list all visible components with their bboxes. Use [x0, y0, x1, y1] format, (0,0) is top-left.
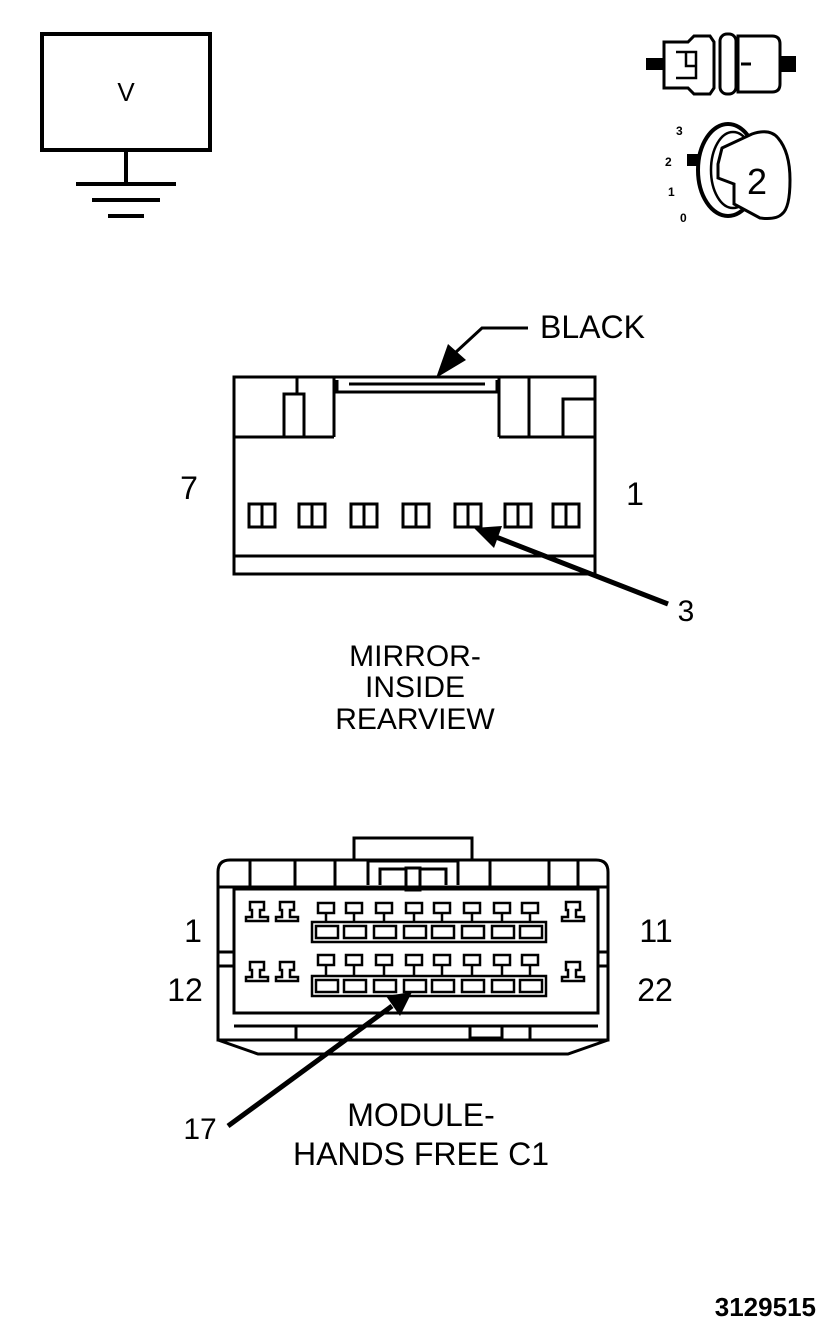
mirror-pin-label-1: 1	[626, 476, 644, 512]
color-leader-arrow	[436, 326, 528, 378]
voltmeter-ground-icon	[40, 32, 212, 218]
ignition-position-1: 1	[668, 185, 675, 199]
module-pin-label-11: 11	[639, 913, 672, 949]
mirror-pin-callout-arrow	[474, 526, 669, 607]
module-pin-label-1: 1	[184, 913, 202, 949]
ignition-position-2: 2	[665, 155, 672, 169]
connector-color-label: BLACK	[540, 309, 645, 345]
mirror-connector-terminals	[247, 502, 581, 529]
ignition-position-0: 0	[680, 211, 687, 225]
mirror-pin-label-3: 3	[678, 595, 695, 628]
ignition-switch-icon	[687, 122, 792, 220]
connector-plug-icon	[646, 32, 796, 96]
mirror-title-line-1: MIRROR-	[349, 640, 481, 673]
mirror-title-line-2: INSIDE	[365, 671, 465, 704]
ignition-key-number: 2	[747, 161, 767, 202]
module-pin-callout-arrow	[226, 992, 412, 1129]
module-pin-label-22: 22	[637, 972, 673, 1008]
mirror-title-line-3: REARVIEW	[335, 703, 495, 736]
mirror-pin-label-7: 7	[180, 470, 198, 506]
ignition-position-3: 3	[676, 124, 683, 138]
module-title-line-1: MODULE-	[347, 1097, 495, 1133]
figure-number: 3129515	[715, 1292, 816, 1322]
module-connector-body	[216, 836, 610, 1056]
mirror-connector-body	[232, 375, 597, 576]
module-connector-terminals	[244, 900, 586, 998]
module-title-line-2: HANDS FREE C1	[293, 1136, 549, 1172]
module-pin-label-12: 12	[167, 972, 203, 1008]
module-pin-label-17: 17	[183, 1113, 216, 1146]
voltmeter-label: V	[117, 77, 135, 107]
